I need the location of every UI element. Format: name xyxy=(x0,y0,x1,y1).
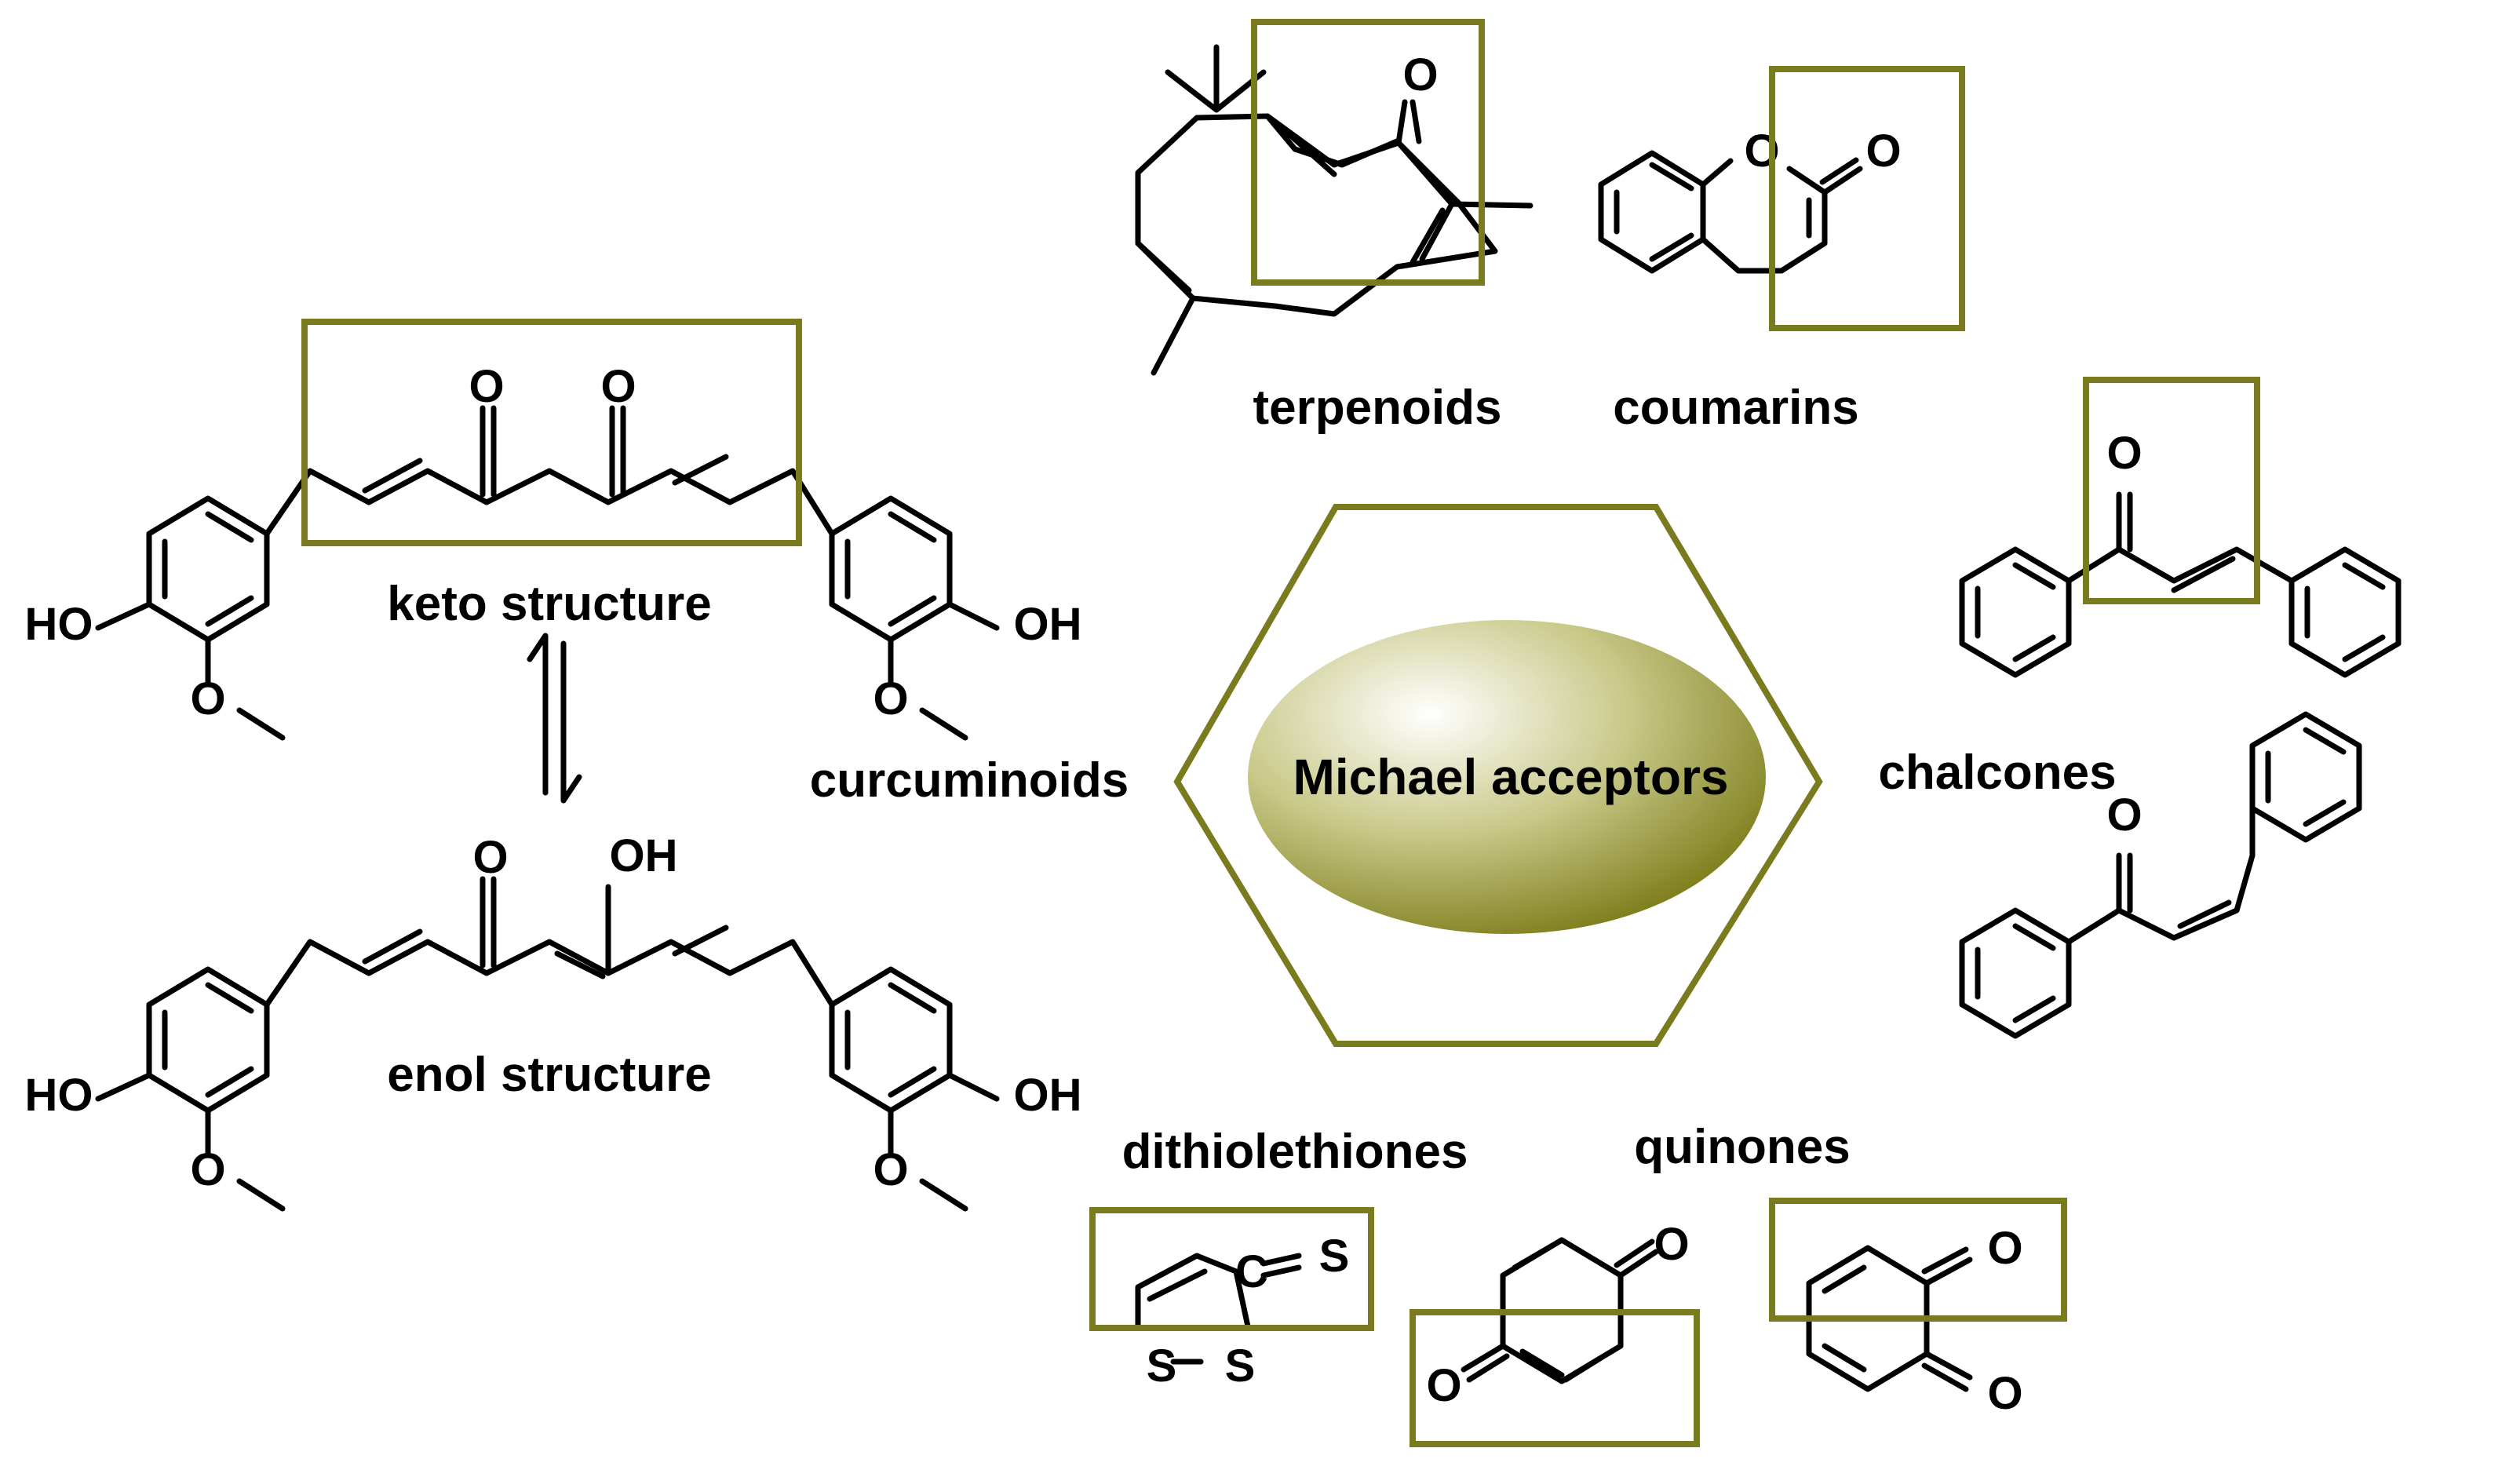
terpenoid-oxygen: O xyxy=(1402,49,1438,100)
chalcone-e-structure: O xyxy=(1959,377,2401,678)
chalcone-e-oxygen: O xyxy=(2106,428,2142,479)
enol-left-methoxy-oxygen: O xyxy=(190,1144,225,1195)
keto-highlight-box xyxy=(301,319,802,546)
ortho-quinone-oxygen-2: O xyxy=(1987,1368,2022,1419)
center-label: Michael acceptors xyxy=(1293,749,1729,805)
dithiole-sulfur-2: S xyxy=(1225,1340,1256,1392)
enol-label: enol structure xyxy=(387,1048,711,1102)
dithiole-carbon: C xyxy=(1235,1246,1268,1297)
enol-oxygen: O xyxy=(472,832,508,883)
dithiole-thione-sulfur: S xyxy=(1319,1231,1350,1282)
enol-right-methoxy-oxygen: O xyxy=(873,1144,908,1195)
keto-right-hydroxyl: OH xyxy=(1014,599,1082,650)
coumarin-carbonyl-oxygen: O xyxy=(1865,126,1901,177)
label-terpenoids: terpenoids xyxy=(1253,381,1502,435)
enol-left-hydroxyl: HO xyxy=(25,1070,93,1121)
ortho-quinone-highlight-box xyxy=(1769,1198,2067,1322)
label-chalcones: chalcones xyxy=(1878,746,2116,800)
keto-right-methoxy-oxygen: O xyxy=(873,673,908,724)
keto-left-methoxy-oxygen: O xyxy=(190,673,225,724)
curcumin-keto-structure: O O HO O OH O keto structure xyxy=(25,319,1082,741)
keto-oxygen-2: O xyxy=(600,361,636,412)
chalcone-highlight-box xyxy=(2083,377,2260,604)
para-quinone-oxygen-2: O xyxy=(1426,1360,1461,1411)
coumarin-highlight-box xyxy=(1769,66,1965,331)
equilibrium-arrows xyxy=(527,633,582,804)
central-ellipse xyxy=(1248,620,1766,934)
para-quinone-highlight-box xyxy=(1410,1309,1700,1447)
enol-right-hydroxyl: OH xyxy=(1014,1070,1082,1121)
ortho-quinone-oxygen-1: O xyxy=(1987,1223,2022,1274)
coumarin-structure: O O xyxy=(1598,66,1965,331)
central-hexagon xyxy=(1173,504,1823,1047)
para-quinone-structure: O O xyxy=(1410,1219,1700,1447)
dithiolethione-highlight-box xyxy=(1089,1207,1374,1331)
curcumin-enol-structure: O OH HO O OH O enol structure xyxy=(25,830,1082,1212)
terpenoid-structure: O xyxy=(1135,19,1534,376)
dithiole-sulfur-1: S xyxy=(1147,1340,1177,1392)
dithiolethione-structure: S S C S xyxy=(1089,1207,1374,1392)
label-curcuminoids: curcuminoids xyxy=(810,753,1129,808)
chalcone-z-structure: O xyxy=(1959,711,2362,1039)
label-coumarins: coumarins xyxy=(1613,381,1859,435)
ortho-quinone-structure: O O xyxy=(1769,1198,2067,1419)
keto-oxygen-1: O xyxy=(469,361,504,412)
keto-left-hydroxyl: HO xyxy=(25,599,93,650)
para-quinone-oxygen-1: O xyxy=(1654,1219,1689,1270)
label-quinones: quinones xyxy=(1634,1120,1851,1174)
terpenoid-highlight-box xyxy=(1251,19,1485,286)
enol-hydroxyl: OH xyxy=(610,830,678,881)
chalcone-z-oxygen: O xyxy=(2106,790,2142,841)
keto-label: keto structure xyxy=(387,577,711,631)
label-dithiolethiones: dithiolethiones xyxy=(1122,1125,1468,1179)
